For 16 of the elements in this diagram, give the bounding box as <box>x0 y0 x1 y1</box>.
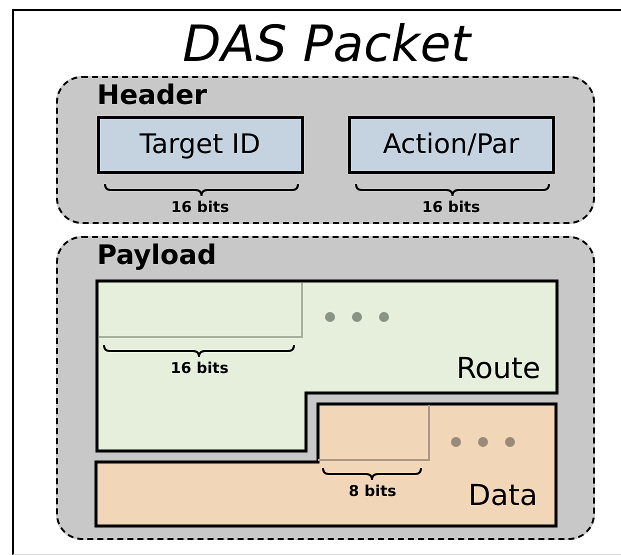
packet-frame <box>12 9 621 555</box>
group-heading: Payload <box>97 240 216 271</box>
dashed-group <box>56 236 595 540</box>
bit-width-label: 16 bits <box>420 198 482 216</box>
group-heading: Header <box>97 80 208 111</box>
field-region <box>96 280 556 450</box>
bit-width-label: 16 bits <box>170 198 230 216</box>
field-label: Route <box>456 350 540 384</box>
field-label: Data <box>468 478 538 512</box>
field-region <box>96 404 556 526</box>
field-label: Action/Par <box>382 129 520 160</box>
dashed-group <box>56 76 595 224</box>
bit-width-label: 16 bits <box>169 358 230 376</box>
frame-heading: DAS Packet <box>182 15 473 73</box>
bit-width-label: 8 bits <box>348 482 398 500</box>
field-label: Target ID <box>140 129 260 160</box>
